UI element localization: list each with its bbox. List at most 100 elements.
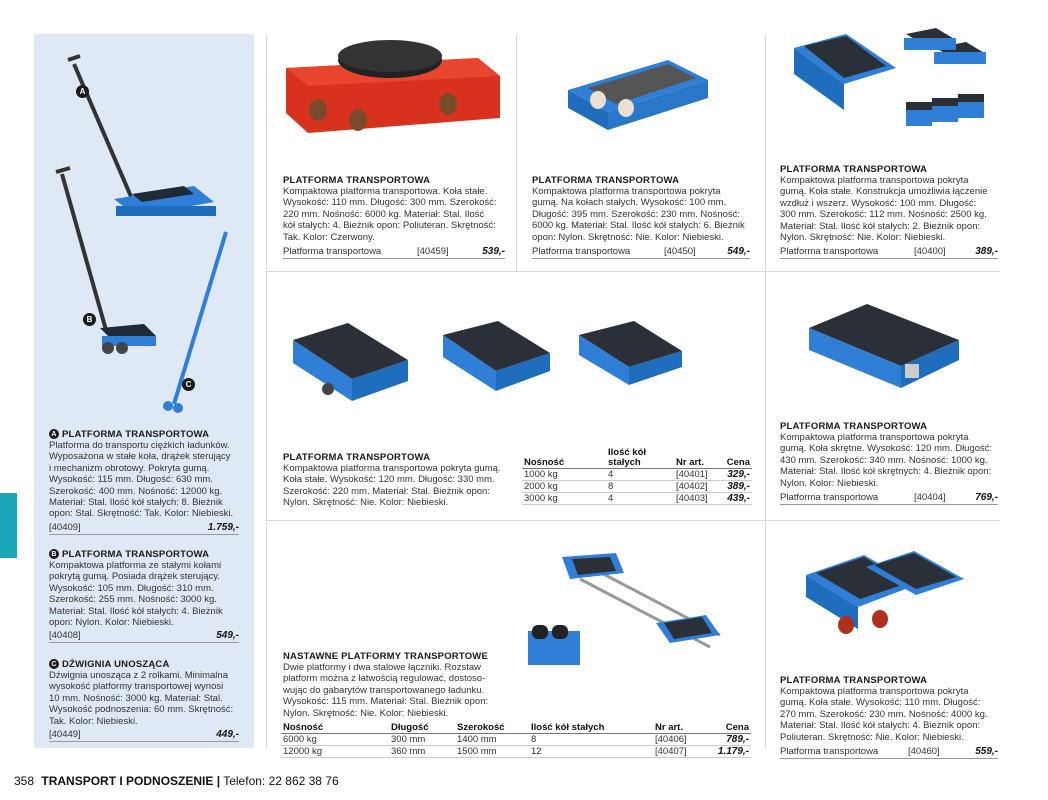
item-desc: Dźwignia unosząca z 2 rolkami. Minimalna… [49,670,234,727]
table-header: Ilość kół stałych [606,448,674,469]
table-header: Szerokość [455,723,529,734]
badge-icon: A [49,429,59,440]
price: 389,- [975,246,998,258]
price: 549,- [727,246,750,258]
divider [516,34,517,271]
product-name: Platforma transportowa [780,492,879,504]
product-title: PLATFORMA TRANSPORTOWA [780,164,928,175]
product-title: NASTAWNE PLATFORMY TRANSPORTOWE [283,651,488,662]
article-code: [40450] [664,246,696,258]
label-c-badge: C [182,378,195,391]
price-row: Platforma transportowa [40450] 549,- [532,246,750,260]
table-header: Cena [722,448,752,469]
label-b-badge: B [83,313,96,326]
article-code: [40409] [49,521,81,533]
page-number: 358 [14,774,35,788]
article-code: [40449] [49,729,81,741]
product-p6: NASTAWNE PLATFORMY TRANSPORTOWE Dwie pla… [283,651,505,719]
product-image-modular-platforms [794,28,986,126]
price-row: [40408] 549,- [49,630,239,644]
price-row: [40449] 449,- [49,729,239,743]
product-image-red-platform [286,40,500,133]
price-row: Platforma transportowa [40404] 769,- [780,492,998,506]
product-p7: PLATFORMA TRANSPORTOWA Kompaktowa platfo… [780,675,998,760]
price: 449,- [216,729,239,741]
price: 539,- [482,246,505,258]
product-image-twin-platform [806,551,964,634]
product-desc: Kompaktowa platforma transportowa pokryt… [780,686,988,743]
product-title: PLATFORMA TRANSPORTOWA [780,675,928,686]
divider [266,271,1000,272]
page-footer: 358 TRANSPORT I PODNOSZENIE | Telefon: 2… [14,774,339,788]
price-row: Platforma transportowa [40459] 539,- [283,246,505,260]
table-header: Nośność [281,723,389,734]
product-title: PLATFORMA TRANSPORTOWA [283,452,431,463]
table-header: Cena [703,723,751,734]
table-header: Długość [389,723,455,734]
sidebar-panel: A B C [34,34,254,748]
product-desc: Kompaktowa platforma transportowa pokryt… [283,463,501,509]
label-a-badge: A [76,85,89,98]
product-p2: PLATFORMA TRANSPORTOWA Kompaktowa platfo… [532,175,750,260]
price-row: Platforma transportowa [40400] 389,- [780,246,998,260]
price-row: [40409] 1.759,- [49,522,239,535]
divider [765,34,766,748]
product-p6-table: Nośność Długość Szerokość Ilość kół stał… [281,723,751,758]
product-desc: Dwie platformy i dwa stalowe łączniki. R… [283,662,489,719]
product-title: PLATFORMA TRANSPORTOWA [532,175,680,186]
price: 549,- [216,630,239,642]
divider [266,34,267,748]
product-title: PLATFORMA TRANSPORTOWA [283,175,431,186]
product-name: Platforma transportowa [780,746,879,758]
product-p5: PLATFORMA TRANSPORTOWA Kompaktowa platfo… [780,421,998,506]
product-p3: PLATFORMA TRANSPORTOWA Kompaktowa platfo… [780,164,998,260]
badge-icon: C [49,659,59,670]
product-desc: Kompaktowa platforma transportowa pokryt… [532,186,745,243]
article-code: [40460] [908,746,940,758]
article-code: [40404] [914,492,946,504]
product-desc: Kompaktowa platforma transportowa pokryt… [780,175,988,244]
table-header: Nr art. [653,723,703,734]
product-image-swivel-platform [809,304,959,388]
section-name: TRANSPORT I PODNOSZENIE [41,774,214,788]
product-desc: Kompaktowa platforma transportowa. Koła … [283,186,497,243]
article-code: [40400] [914,246,946,258]
product-name: Platforma transportowa [532,246,631,258]
product-desc: Kompaktowa platforma transportowa pokryt… [780,432,993,489]
item-desc: Platforma do transportu ciężkich ładunkó… [49,440,234,520]
price: 559,- [975,746,998,758]
product-image-three-platforms [293,321,682,401]
sidebar-products-image [55,54,228,413]
product-p4: PLATFORMA TRANSPORTOWA Kompaktowa platfo… [283,452,513,509]
product-name: Platforma transportowa [780,246,879,258]
product-image-blue-platform [568,60,708,130]
price-row: Platforma transportowa [40460] 559,- [780,746,998,760]
divider [266,520,1000,521]
product-p4-table: Nośność Ilość kół stałych Nr art. Cena 1… [522,448,752,505]
table-header: Ilość kół stałych [529,723,653,734]
product-name: Platforma transportowa [283,246,382,258]
table-header: Nr art. [674,448,722,469]
phone-number: Telefon: 22 862 38 76 [223,774,339,788]
product-title: PLATFORMA TRANSPORTOWA [780,421,928,432]
article-code: [40408] [49,630,81,642]
badge-icon: B [49,549,59,560]
section-tab [0,493,17,558]
product-p1: PLATFORMA TRANSPORTOWA Kompaktowa platfo… [283,175,505,260]
article-code: [40459] [417,246,449,258]
separator: | [216,774,221,788]
price: 769,- [975,492,998,504]
table-header: Nośność [522,448,606,469]
